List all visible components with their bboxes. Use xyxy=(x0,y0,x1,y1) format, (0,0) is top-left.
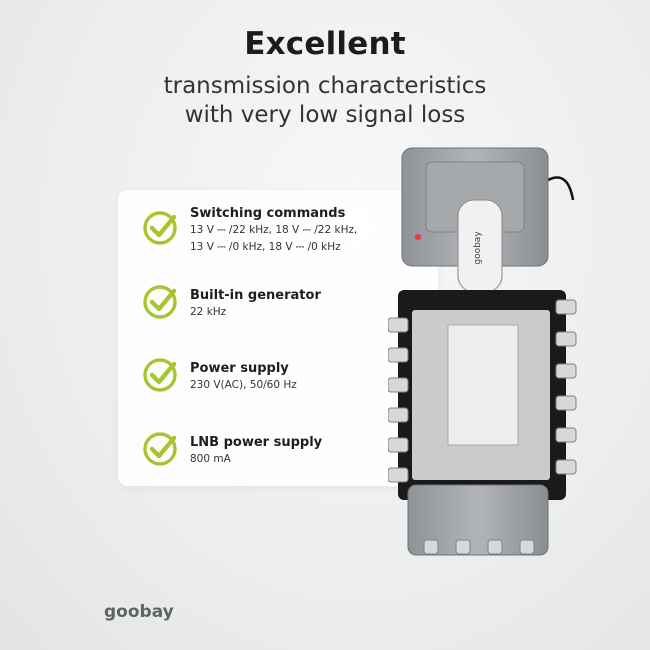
feature-desc-line: 230 V(AC), 50/60 Hz xyxy=(190,379,297,391)
feature-text: Switching commands 13 V ⎓ /22 kHz, 18 V … xyxy=(190,206,420,255)
goobay-logo: goobay xyxy=(104,602,174,622)
feature-desc-line: 22 kHz xyxy=(190,306,227,318)
headline-subtitle-line1: transmission characteristics xyxy=(163,73,487,99)
check-icon xyxy=(143,285,177,319)
check-icon xyxy=(143,211,177,245)
brand-logo-text: goobay xyxy=(104,602,174,622)
feature-text: LNB power supply 800 mA xyxy=(190,435,420,467)
feature-desc-line: 13 V ⎓ /0 kHz, 18 V ⎓ /0 kHz xyxy=(190,241,341,253)
headline: Excellent transmission characteristics w… xyxy=(0,26,650,130)
feature-text: Power supply 230 V(AC), 50/60 Hz xyxy=(190,361,420,393)
feature-desc-line: 13 V ⎓ /22 kHz, 18 V ⎓ /22 kHz, xyxy=(190,224,358,236)
check-icon xyxy=(143,432,177,466)
multiswitch-device-image: goobay xyxy=(388,147,577,556)
headline-title: Excellent xyxy=(244,26,406,62)
feature-title: Power supply xyxy=(190,361,289,376)
headline-subtitle-line2: with very low signal loss xyxy=(184,102,466,128)
headline-subtitle: transmission characteristics with very l… xyxy=(0,72,650,130)
feature-title: Switching commands xyxy=(190,206,346,221)
feature-desc-line: 800 mA xyxy=(190,453,231,465)
features-panel: Switching commands 13 V ⎓ /22 kHz, 18 V … xyxy=(118,190,438,486)
feature-title: LNB power supply xyxy=(190,435,323,450)
check-icon xyxy=(143,358,177,392)
feature-text: Built-in generator 22 kHz xyxy=(190,288,420,320)
feature-title: Built-in generator xyxy=(190,288,321,303)
device-label: goobay xyxy=(473,231,483,265)
